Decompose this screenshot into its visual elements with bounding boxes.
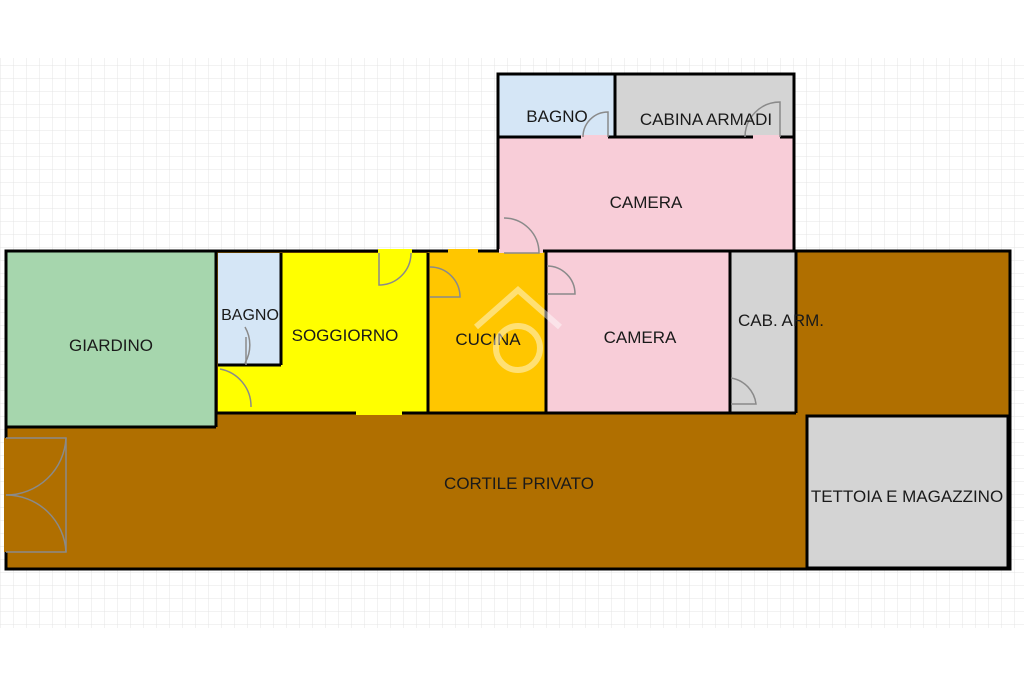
- door-swings: [5, 101, 781, 553]
- room-bagno: [218, 253, 280, 365]
- label-tettoia-magazzino: TETTOIA E MAGAZZINO: [811, 487, 1003, 506]
- room-giardino: [6, 251, 216, 426]
- label-cab-arm: CAB. ARM.: [738, 311, 824, 330]
- label-camera: CAMERA: [604, 328, 677, 347]
- room-soggiorno: [218, 253, 427, 413]
- label-cortile-privato: CORTILE PRIVATO: [444, 474, 594, 493]
- label-soggiorno: SOGGIORNO: [292, 326, 399, 345]
- room-camera: [546, 251, 729, 413]
- room-bagno-top: [498, 74, 615, 137]
- walls: [4, 72, 1012, 571]
- label-cucina: CUCINA: [455, 330, 521, 349]
- room-tettoia-magazzino: [807, 416, 1008, 568]
- label-cabina-armadi: CABINA ARMADI: [640, 110, 772, 129]
- room-cab-arm: [730, 251, 796, 413]
- room-camera-top: [498, 138, 794, 251]
- label-camera-top: CAMERA: [610, 193, 683, 212]
- label-bagno-top: BAGNO: [526, 107, 587, 126]
- watermark-house-icon: [474, 286, 562, 373]
- label-bagno: BAGNO: [221, 307, 279, 324]
- label-giardino: GIARDINO: [69, 336, 153, 355]
- room-cucina: [428, 251, 545, 413]
- room-labels: BAGNO CABINA ARMADI CAMERA GIARDINO BAGN…: [69, 107, 1003, 506]
